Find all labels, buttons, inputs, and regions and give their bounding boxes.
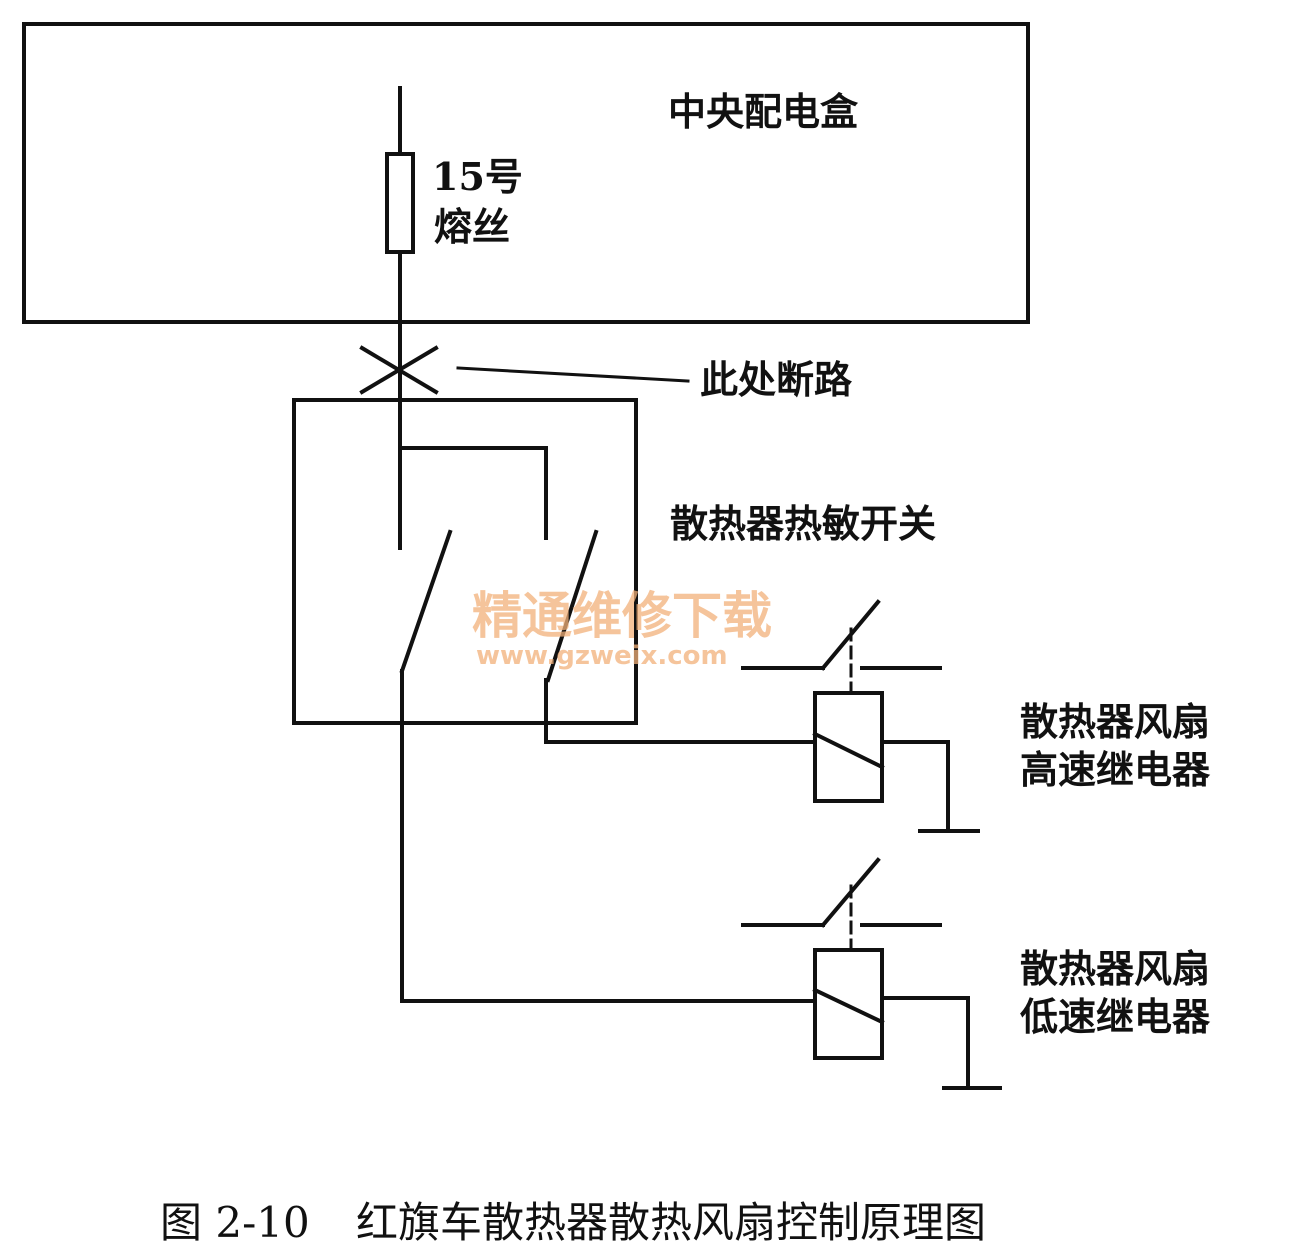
central-distribution-box	[22, 22, 1030, 324]
low-relay-wire	[400, 669, 817, 1003]
figure-title: 红旗车散热器散热风扇控制原理图	[356, 1198, 986, 1247]
low-relay-coil	[813, 948, 884, 1060]
low-relay-ground-wire	[880, 996, 970, 1090]
switch-branch-wire	[398, 446, 548, 540]
low-relay-label-line2: 低速继电器	[1020, 995, 1211, 1039]
fuse-15	[385, 152, 415, 254]
central-box-label: 中央配电盒	[668, 90, 859, 134]
high-relay-label-line1: 散热器风扇	[1020, 700, 1210, 744]
high-relay-coil	[813, 691, 884, 803]
watermark-url: www.gzweix.com	[476, 641, 728, 671]
high-relay-ground-wire	[880, 740, 950, 833]
figure-number: 图 2-10	[160, 1198, 310, 1247]
low-relay-label-line1: 散热器风扇	[1020, 947, 1210, 991]
high-relay-wire	[544, 678, 817, 744]
watermark-title: 精通维修下载	[472, 587, 772, 645]
break-leader	[456, 366, 690, 383]
break-label: 此处断路	[700, 358, 853, 402]
low-speed-contact	[399, 529, 453, 674]
fuse-label-line2: 熔丝	[434, 205, 510, 249]
high-speed-contact	[545, 529, 599, 683]
thermo-switch-label: 散热器热敏开关	[670, 502, 936, 546]
thermo-switch-box	[292, 398, 638, 725]
fuse-label-line1: 15号	[432, 154, 523, 199]
high-relay-label-line2: 高速继电器	[1020, 748, 1211, 792]
